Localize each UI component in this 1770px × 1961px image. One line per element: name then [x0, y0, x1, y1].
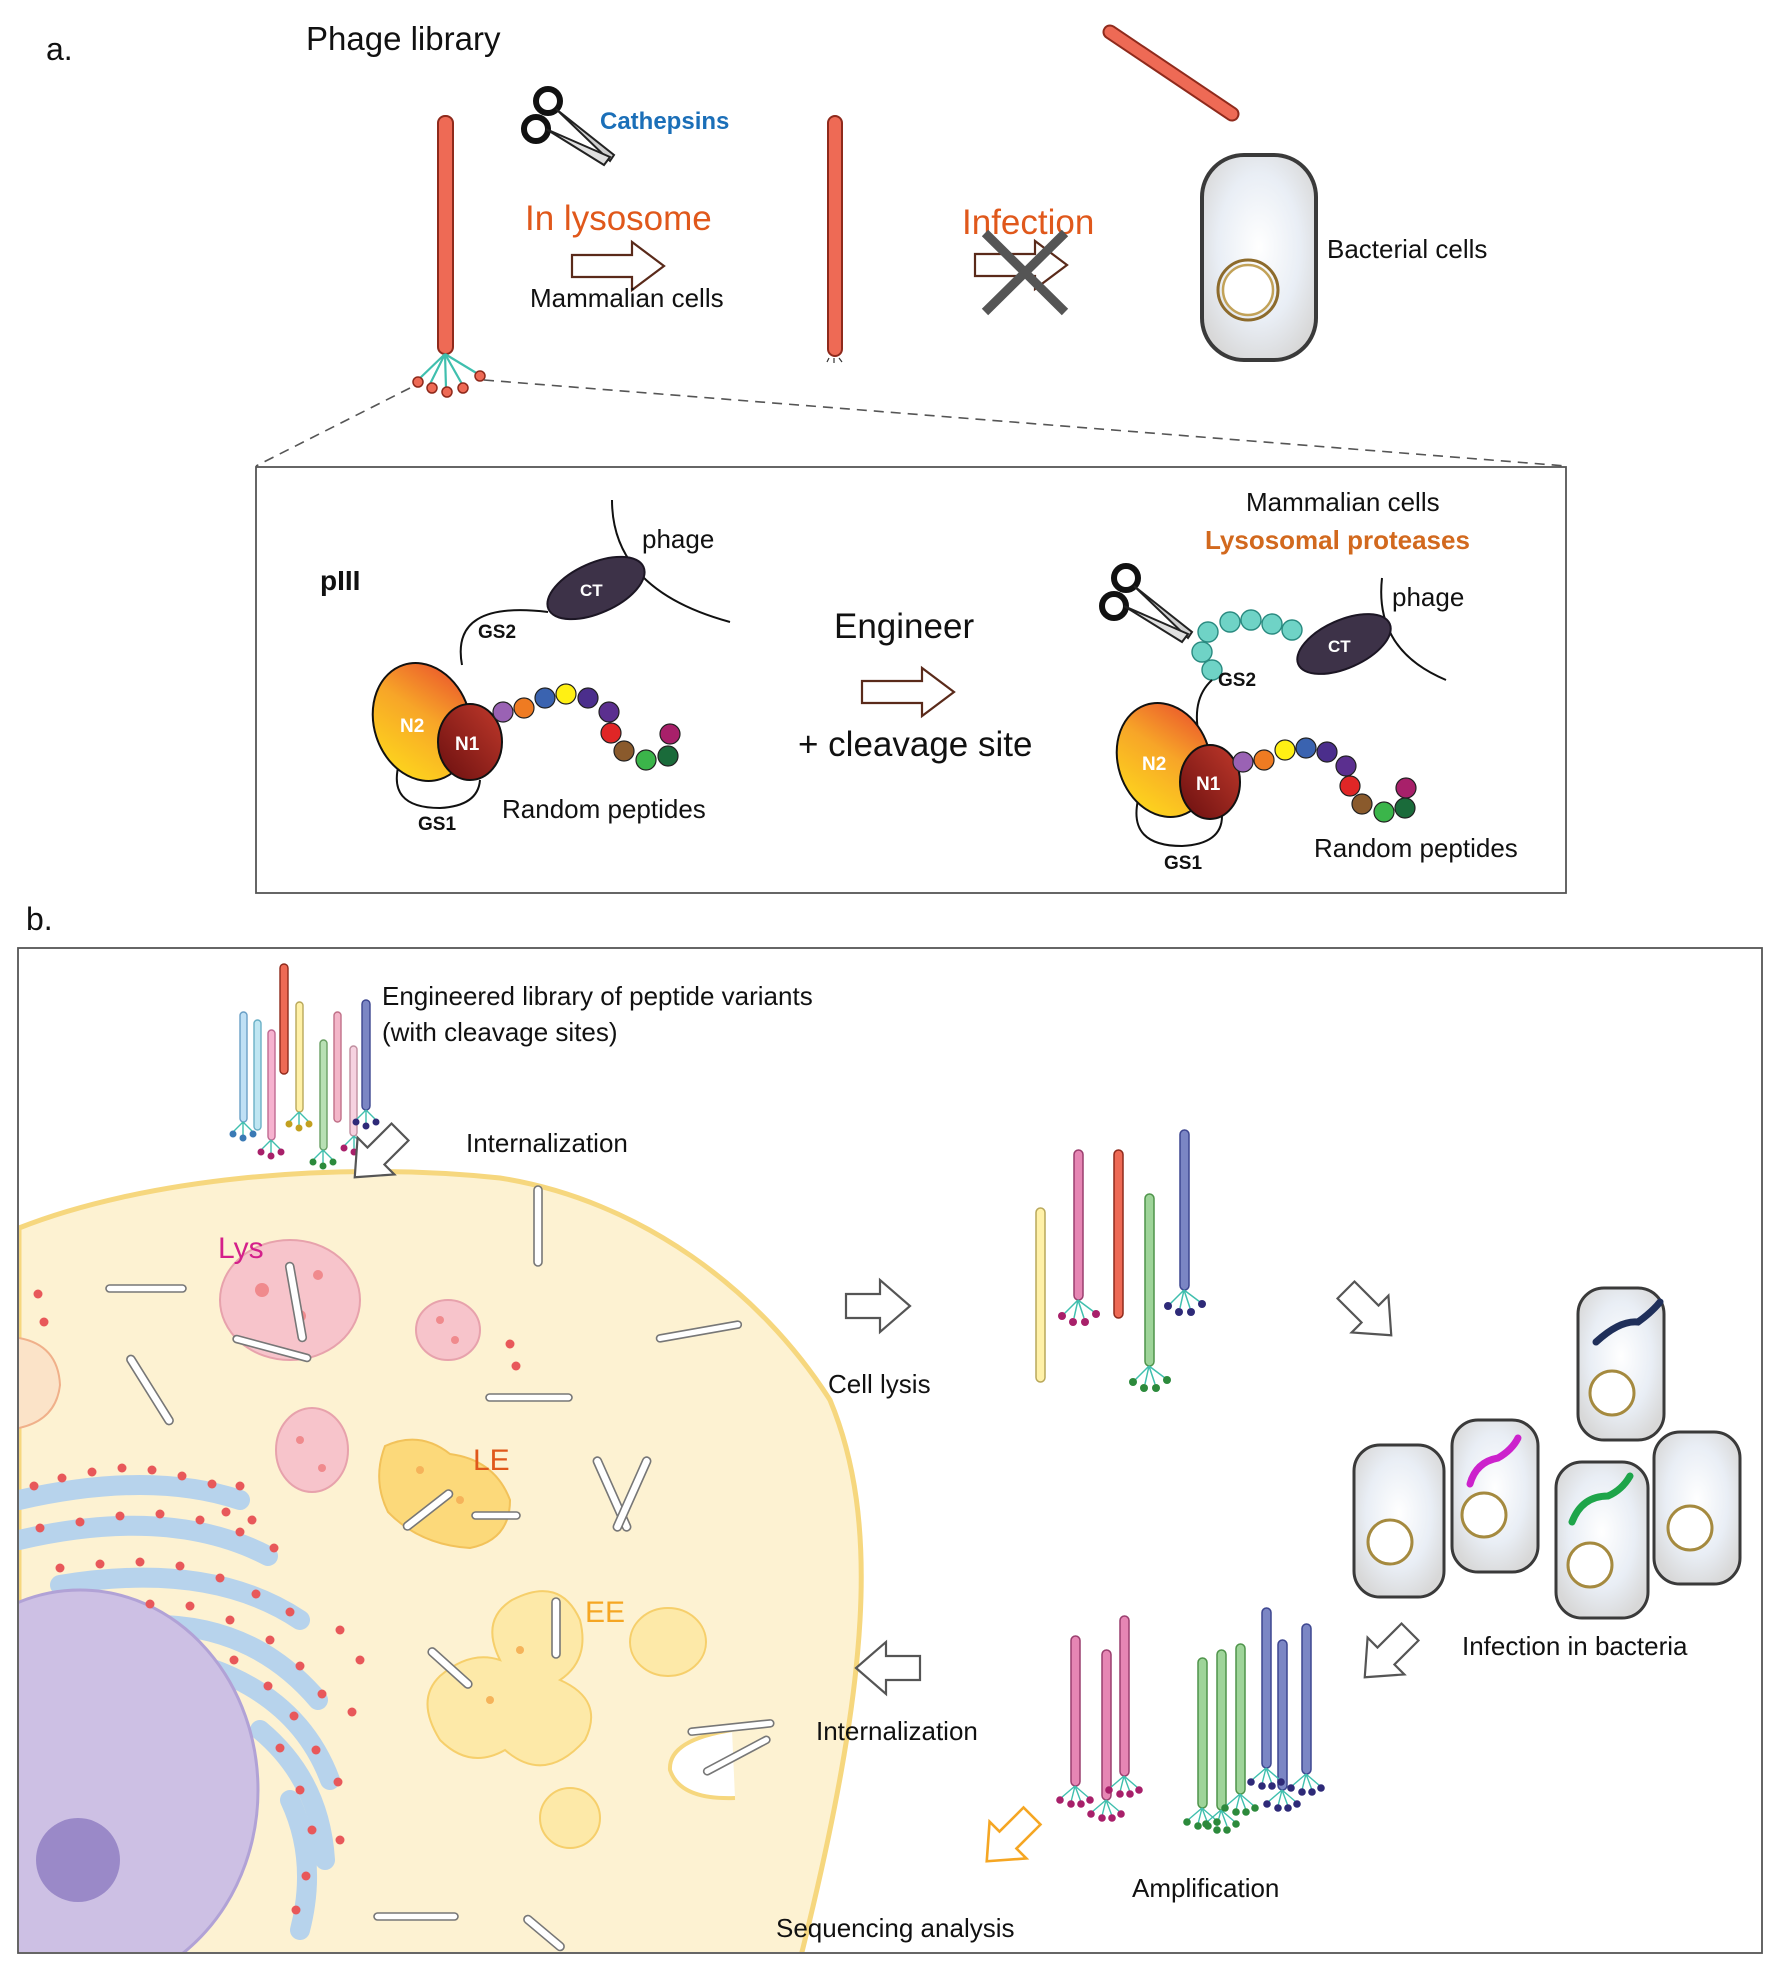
membrane-invagination — [667, 1728, 736, 1801]
bacteria-group — [1352, 1286, 1742, 1620]
free-phage — [1102, 24, 1240, 122]
lysosomal-proteases-label: Lysosomal proteases — [1205, 525, 1470, 555]
phage-coat-curve-right — [1380, 577, 1447, 681]
engineered-phage-library — [229, 963, 380, 1170]
mammalian-cell — [19, 1168, 864, 1952]
internalization-top-label: Internalization — [466, 1128, 628, 1158]
gs2-linker — [459, 609, 549, 666]
n1-domain-right — [1179, 744, 1241, 820]
n1-domain — [437, 703, 503, 781]
cell-lysis-label: Cell lysis — [828, 1369, 931, 1399]
endosome-dots — [416, 1466, 524, 1704]
early-endosome — [426, 1590, 593, 1767]
intact-phage — [412, 115, 486, 398]
random-peptides-label-left: Random peptides — [502, 794, 706, 824]
n1-label-left: N1 — [455, 734, 480, 755]
nucleolus — [36, 1818, 120, 1902]
bacterium — [1652, 1430, 1742, 1586]
piii-label: pIII — [320, 565, 360, 596]
internalization-bottom-label: Internalization — [816, 1716, 978, 1746]
lysosome-small — [415, 1299, 481, 1361]
ribosome-dots — [29, 1289, 521, 1915]
bacterium — [1554, 1460, 1650, 1620]
bacterial-cells-label: Bacterial cells — [1327, 234, 1487, 264]
infection-in-bacteria-label: Infection in bacteria — [1462, 1631, 1688, 1661]
infection-label: Infection — [962, 203, 1094, 242]
random-peptide-beads-right — [1232, 737, 1417, 823]
le-label: LE — [473, 1444, 510, 1477]
lysosome-mid — [275, 1407, 349, 1493]
bacterial-cell — [1200, 153, 1318, 362]
cathepsins-label: Cathepsins — [600, 108, 729, 135]
library-label-line2: (with cleavage sites) — [382, 1017, 618, 1047]
cleaved-phage — [826, 115, 843, 363]
in-lysosome-label: In lysosome — [525, 199, 712, 238]
endosome-bottom — [539, 1787, 601, 1849]
library-label-line1: Engineered library of peptide variants — [382, 981, 813, 1011]
sequencing-arrow-icon — [985, 1805, 1043, 1863]
piii-inset: pIII phage CT GS2 N2 N1 GS1 Random pepti… — [255, 466, 1567, 894]
gs1-loop-right — [1135, 799, 1223, 848]
ee-label: EE — [585, 1596, 625, 1629]
amplification-label: Amplification — [1132, 1873, 1279, 1903]
gs2-label-right: GS2 — [1218, 670, 1256, 691]
endosome-right — [629, 1607, 707, 1677]
mammalian-cells-label: Mammalian cells — [530, 283, 724, 313]
lysosome-large — [219, 1239, 361, 1361]
n1-label-right: N1 — [1196, 774, 1221, 795]
phage-library-title: Phage library — [306, 20, 501, 57]
panel-b-label: b. — [26, 901, 53, 937]
released-phages — [1035, 1129, 1206, 1392]
amplified-phages — [1056, 1607, 1325, 1834]
random-peptide-beads-left — [492, 683, 681, 771]
sequencing-analysis-label: Sequencing analysis — [776, 1913, 1015, 1943]
bacterium — [1352, 1443, 1446, 1599]
n2-label-left: N2 — [400, 716, 424, 737]
gs1-loop — [395, 759, 481, 810]
gs1-label-right: GS1 — [1164, 853, 1202, 874]
blocked-cross-icon — [981, 229, 1069, 316]
ct-domain-right — [1296, 613, 1392, 675]
internalized-phages — [105, 1185, 775, 1952]
mammalian-cells-inset-label: Mammalian cells — [1246, 487, 1440, 517]
ct-label-right: CT — [1328, 637, 1351, 656]
gs2-label-left: GS2 — [478, 622, 516, 643]
random-peptides-label-right: Random peptides — [1314, 833, 1518, 863]
zoom-lines — [255, 379, 1567, 467]
panel-a-label: a. — [46, 31, 73, 67]
n2-label-right: N2 — [1142, 754, 1166, 775]
phage-label-right: phage — [1392, 582, 1464, 612]
cleavage-site-label: + cleavage site — [798, 725, 1032, 764]
gs1-label-left: GS1 — [418, 814, 456, 835]
bacterium — [1576, 1286, 1666, 1442]
phage-label-left: phage — [642, 524, 714, 554]
ct-domain — [546, 555, 646, 621]
ct-label-left: CT — [580, 581, 603, 600]
endoplasmic-reticulum — [19, 1475, 340, 1940]
engineer-label: Engineer — [834, 607, 974, 646]
cleavage-site-beads — [1191, 609, 1303, 681]
bacterium — [1450, 1418, 1540, 1574]
lys-label: Lys — [218, 1232, 264, 1265]
